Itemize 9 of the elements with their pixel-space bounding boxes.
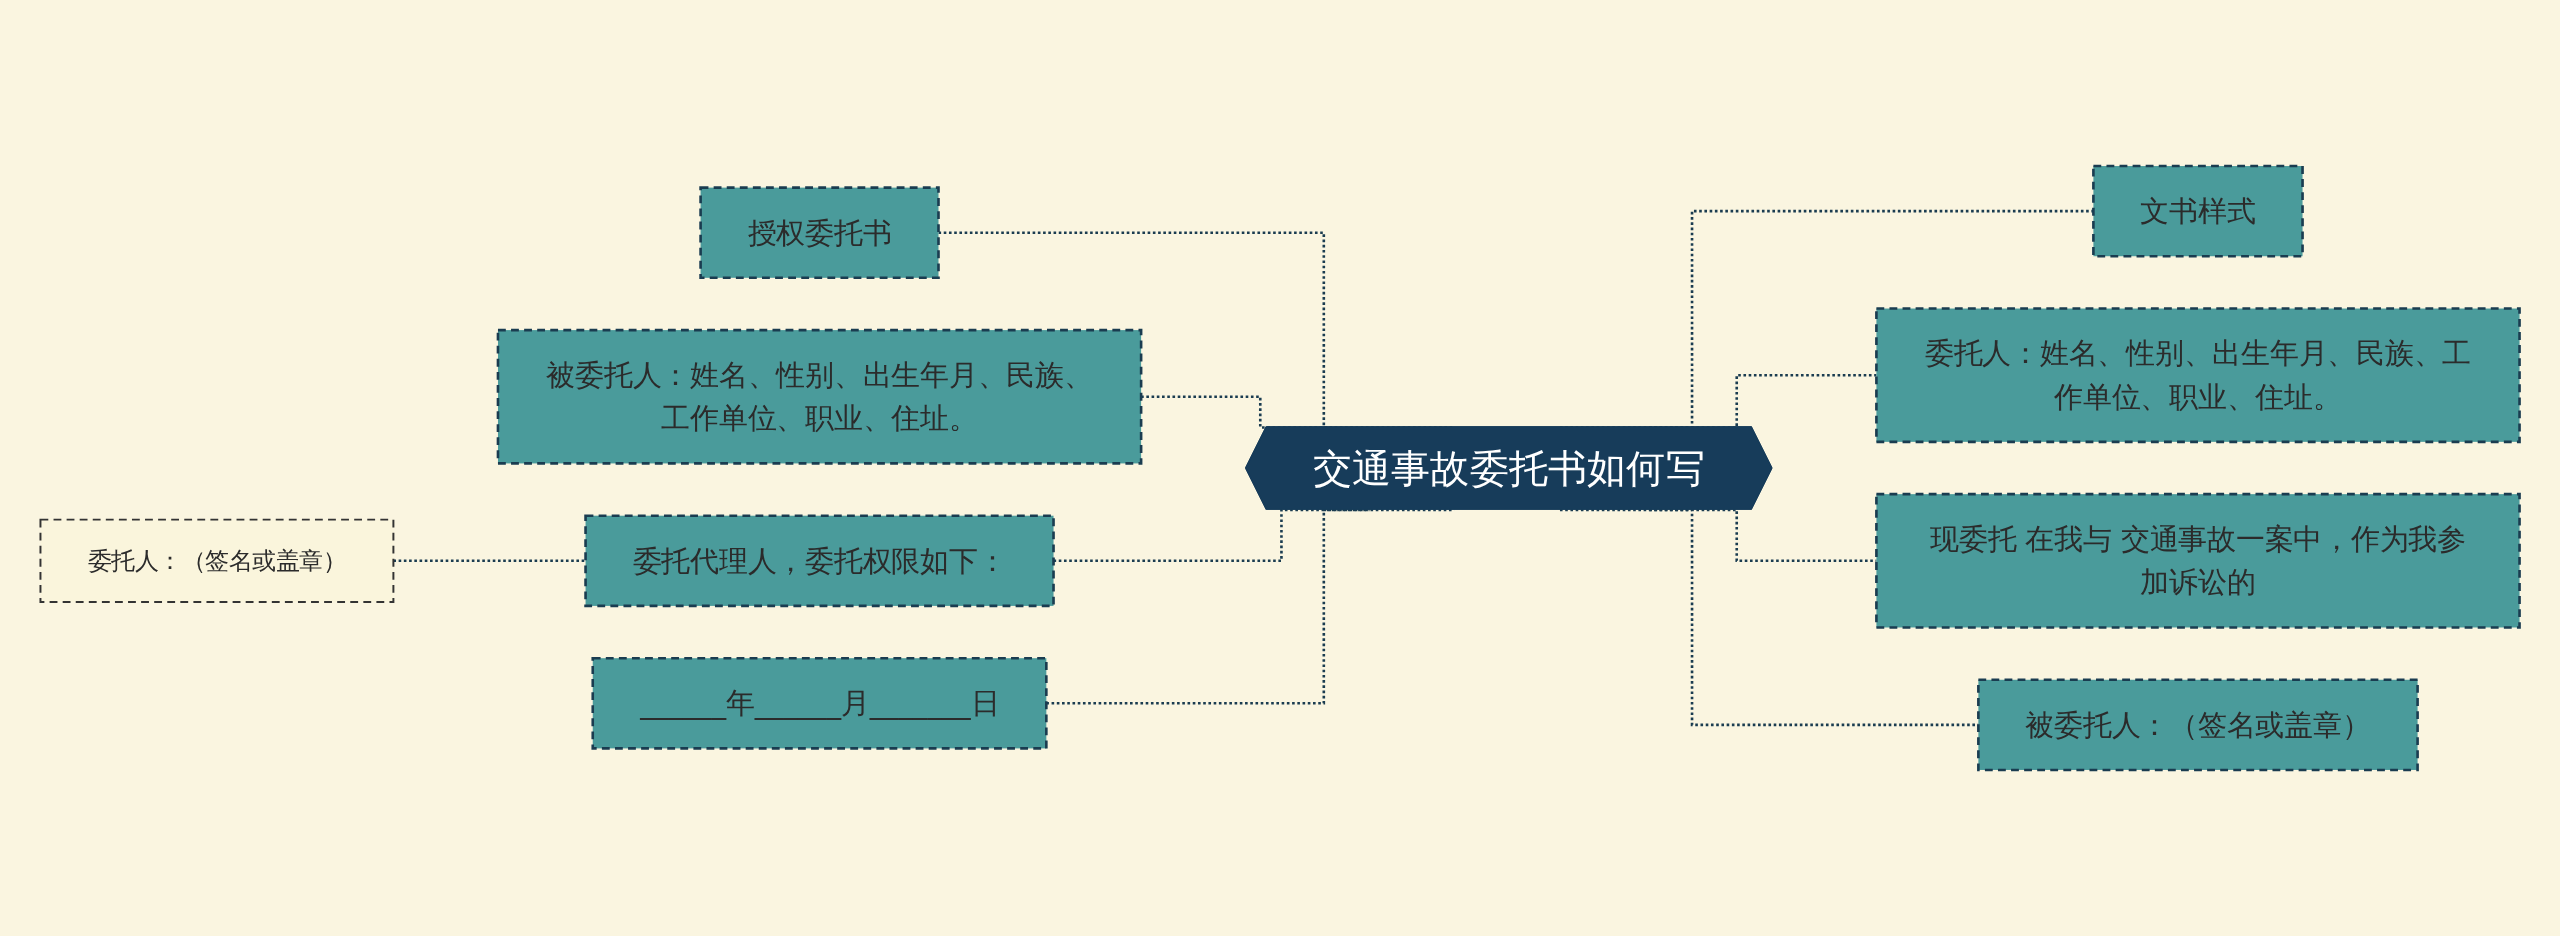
node-box: 委托人：姓名、性别、出生年月、民族、工作单位、职业、住址。 <box>1875 307 2521 444</box>
node-box: 文书样式 <box>2092 164 2304 258</box>
node-box: 委托代理人，委托权限如下： <box>584 514 1055 608</box>
node-box: 授权委托书 <box>699 186 940 280</box>
node-box: 被委托人：（签名或盖章） <box>1977 678 2419 772</box>
node-box: 现委托 在我与 交通事故一案中，作为我参加诉讼的 <box>1875 492 2521 629</box>
node-box: 被委托人：姓名、性别、出生年月、民族、工作单位、职业、住址。 <box>496 328 1143 465</box>
node-box: 委托人：（签名或盖章） <box>39 518 395 603</box>
node-box: ______年______月_______日 <box>591 656 1048 750</box>
